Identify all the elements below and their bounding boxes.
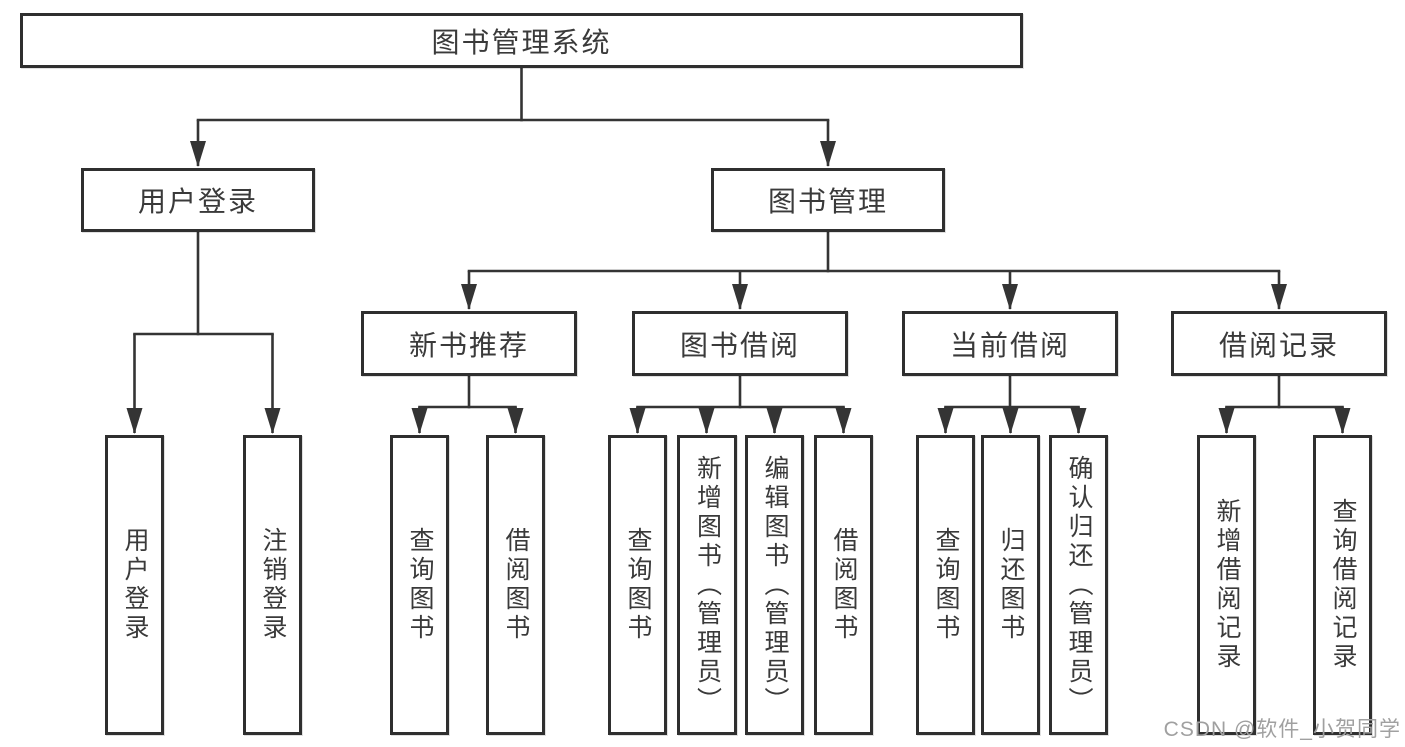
leaf-logout: 注销登录 bbox=[243, 435, 302, 735]
node-book-borrowing: 图书借阅 bbox=[632, 311, 848, 376]
leaf-borrow-books-recommend: 借阅图书 bbox=[486, 435, 545, 735]
csdn-watermark: CSDN @软件_小贺同学 bbox=[1163, 718, 1401, 741]
leaf-add-book-admin: 新增图书（管理员） bbox=[677, 435, 737, 735]
leaf-user-login: 用户登录 bbox=[105, 435, 164, 735]
node-library-management-system: 图书管理系统 bbox=[20, 13, 1023, 68]
leaf-query-books-recommend: 查询图书 bbox=[390, 435, 449, 735]
leaf-query-books-current: 查询图书 bbox=[916, 435, 975, 735]
leaf-return-book: 归还图书 bbox=[981, 435, 1040, 735]
connector-arrows bbox=[126, 120, 1351, 434]
node-book-management: 图书管理 bbox=[711, 168, 945, 232]
node-current-borrowing: 当前借阅 bbox=[902, 311, 1118, 376]
leaf-confirm-return-admin: 确认归还（管理员） bbox=[1049, 435, 1108, 735]
leaf-query-books-borrowing: 查询图书 bbox=[608, 435, 667, 735]
node-borrowing-records: 借阅记录 bbox=[1171, 311, 1387, 376]
node-new-book-recommend: 新书推荐 bbox=[361, 311, 577, 376]
leaf-add-borrow-record: 新增借阅记录 bbox=[1197, 435, 1256, 735]
leaf-edit-book-admin: 编辑图书（管理员） bbox=[745, 435, 804, 735]
leaf-query-borrow-record: 查询借阅记录 bbox=[1313, 435, 1372, 735]
leaf-borrow-books-borrowing: 借阅图书 bbox=[814, 435, 873, 735]
node-user-login: 用户登录 bbox=[81, 168, 315, 232]
